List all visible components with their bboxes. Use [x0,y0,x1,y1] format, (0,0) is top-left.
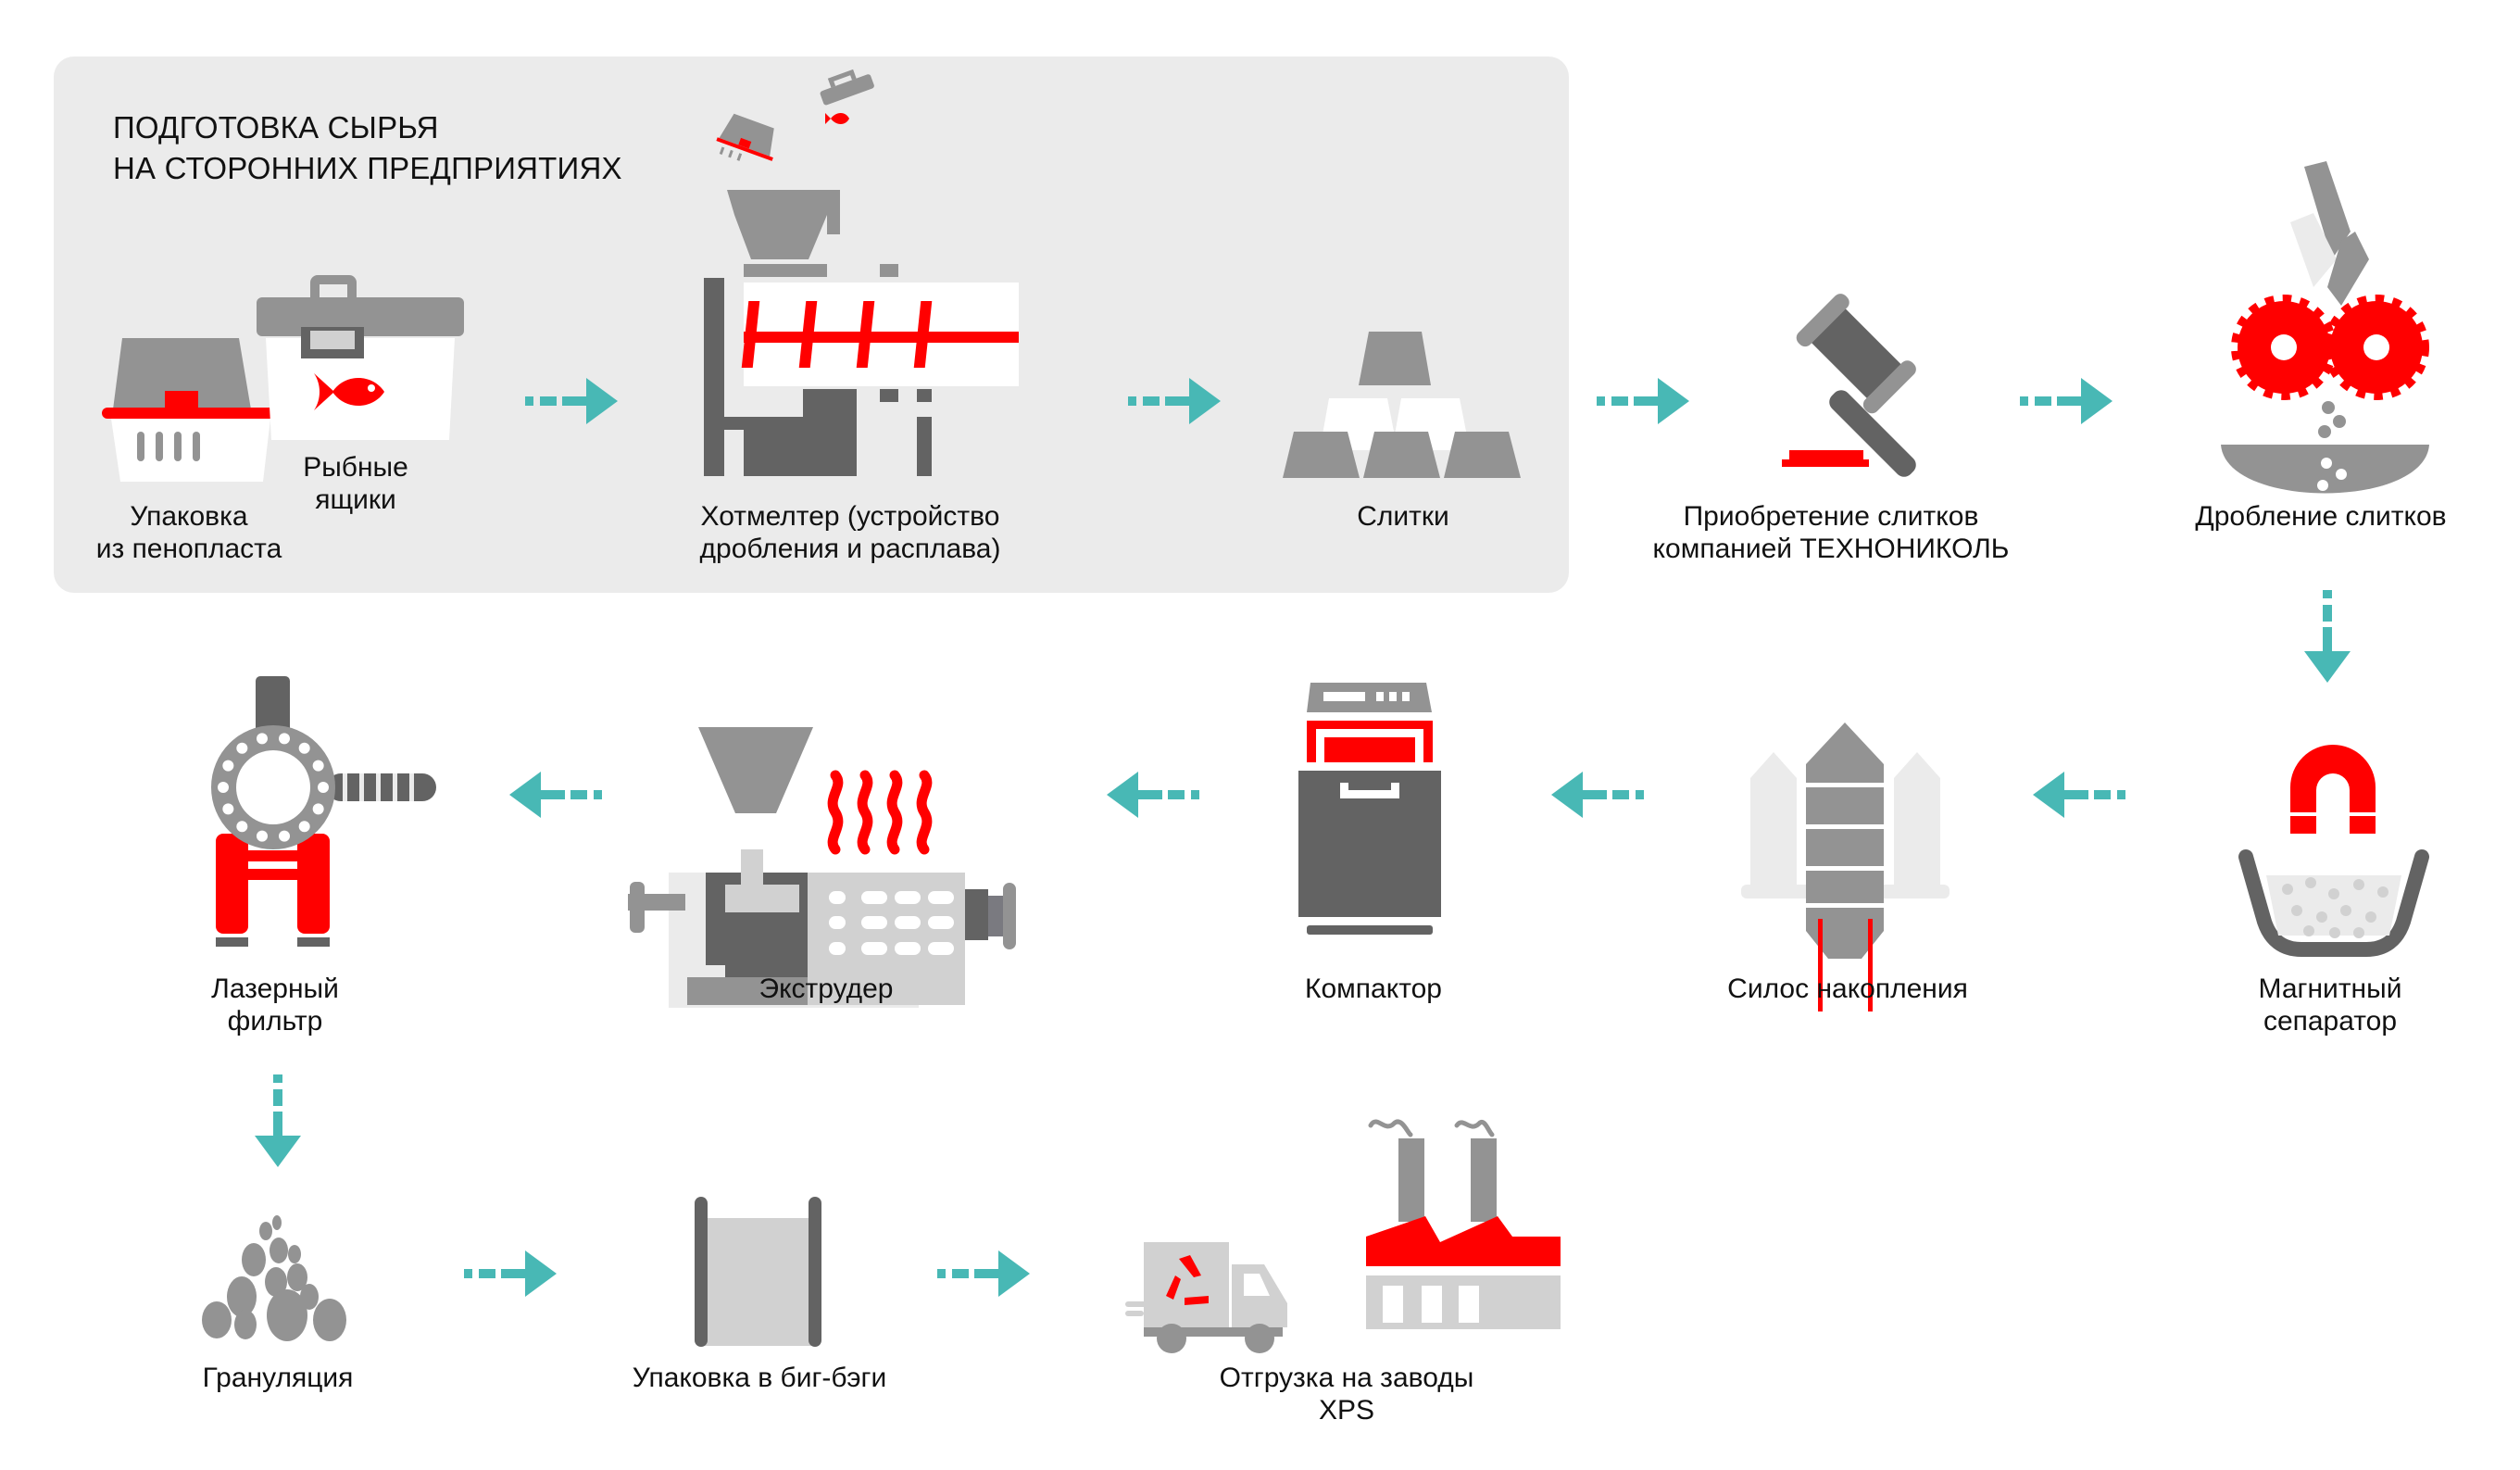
recycle-symbol [1166,1255,1209,1305]
gavel-icon [1782,294,1916,477]
label-line: XPS [1318,1395,1375,1426]
ingots-icon [1283,332,1521,478]
filter-bolt [236,821,248,833]
label-line: Рыбные [303,452,408,483]
flow-arrow-ingots-to-purchase [1597,378,1689,424]
crusher-gears-icon [2221,161,2429,494]
label-line: Экструдер [759,974,894,1004]
step-label-compactor: Компактор [1305,973,1442,1005]
filter-bolt [256,830,268,842]
label-line: Компактор [1305,974,1442,1004]
laser-filter-icon [211,676,436,947]
filter-bolt [279,733,291,745]
step-label-granulation: Грануляция [203,1362,354,1394]
filter-bolt [218,782,229,793]
gear-right-icon [2324,295,2429,400]
fish-box-icon [257,275,464,440]
filter-bolt [318,782,329,793]
step-label-ingots: Слитки [1357,500,1449,533]
flow-arrow-bigbag-to-shipping [937,1250,1030,1297]
big-bag-icon [695,1197,821,1347]
flow-arrow-purchase-to-crushing [2020,378,2113,424]
label-line: Слитки [1357,501,1449,532]
label-line: Хотмелтер (устройство [700,501,1000,532]
step-label-extruder: Экструдер [759,973,894,1005]
filter-bolt [222,760,234,772]
granules-icon [202,1215,346,1341]
label-line: фильтр [227,1006,323,1037]
step-label-purchase: Приобретение слитков компанией ТЕХНОНИКО… [1653,500,2010,565]
flow-arrow-granulation-to-bigbag [464,1250,557,1297]
foam-packaging-icon [102,338,283,482]
label-line: Лазерный [211,974,339,1004]
flow-arrow-magnet-to-silo [2033,772,2125,818]
label-line: ящики [315,484,396,515]
step-label-silo: Силос накопления [1727,973,1968,1005]
label-line: дробления и расплава) [699,534,1001,564]
magnet-separator-icon [2238,745,2429,957]
flow-arrow-compactor-to-extruder [1107,772,1199,818]
flow-arrow-hotmelter-to-ingots [1128,378,1221,424]
filter-bolt [222,803,234,815]
label-line: Отгрузка на заводы [1219,1363,1474,1393]
label-line: компанией ТЕХНОНИКОЛЬ [1652,534,2010,564]
filter-bolts [218,733,329,842]
gear-left-icon [2231,295,2337,400]
flow-arrow-extruder-to-laser [509,772,602,818]
step-label-crushing: Дробление слитков [2195,500,2446,533]
panel-title-line-1: ПОДГОТОВКА СЫРЬЯ [113,110,439,144]
label-line: Приобретение слитков [1683,501,1979,532]
label-line: Грануляция [202,1363,354,1393]
step-label-magnet: Магнитный сепаратор [2259,973,2402,1037]
step-label-shipping: Отгрузка на заводы XPS [1220,1362,1474,1426]
label-line: Упаковка [130,501,248,532]
step-label-foam: Упаковка из пенопласта [96,500,282,565]
label-line: Дробление слитков [2195,501,2447,532]
filter-bolt [298,821,310,833]
step-label-hotmelter: Хотмелтер (устройство дробления и распла… [700,500,1001,565]
label-line: Силос накопления [1727,974,1968,1004]
extruder-icon [628,727,1016,1008]
label-line: Магнитный [2258,974,2402,1004]
label-line: Упаковка в биг-бэги [632,1363,887,1393]
flow-arrow-silo-to-compactor [1551,772,1644,818]
step-label-laser: Лазерный фильтр [211,973,339,1037]
filter-bolt [312,760,324,772]
label-line: из пенопласта [95,534,282,564]
panel-title: ПОДГОТОВКА СЫРЬЯ НА СТОРОННИХ ПРЕДПРИЯТИ… [113,107,622,189]
step-label-bigbag: Упаковка в биг-бэги [633,1362,887,1394]
step-label-fishbox: Рыбные ящики [303,451,408,516]
panel-title-line-2: НА СТОРОННИХ ПРЕДПРИЯТИЯХ [113,151,622,185]
flow-arrow-crushing-to-magnet [2304,590,2351,683]
filter-bolt [279,830,291,842]
filter-bolt [236,742,248,754]
silo-icon [1741,722,1950,1011]
flow-arrow-laser-to-granulation [255,1074,301,1167]
hotmelter-icon [704,69,1019,476]
filter-bolt [256,733,268,745]
compactor-icon [1298,683,1441,935]
recycling-truck-icon [1125,1242,1287,1353]
label-line: сепаратор [2263,1006,2398,1037]
flow-arrow-foam-to-hotmelter [525,378,618,424]
filter-bolt [312,803,324,815]
filter-bolt [298,742,310,754]
factory-icon [1366,1119,1561,1329]
